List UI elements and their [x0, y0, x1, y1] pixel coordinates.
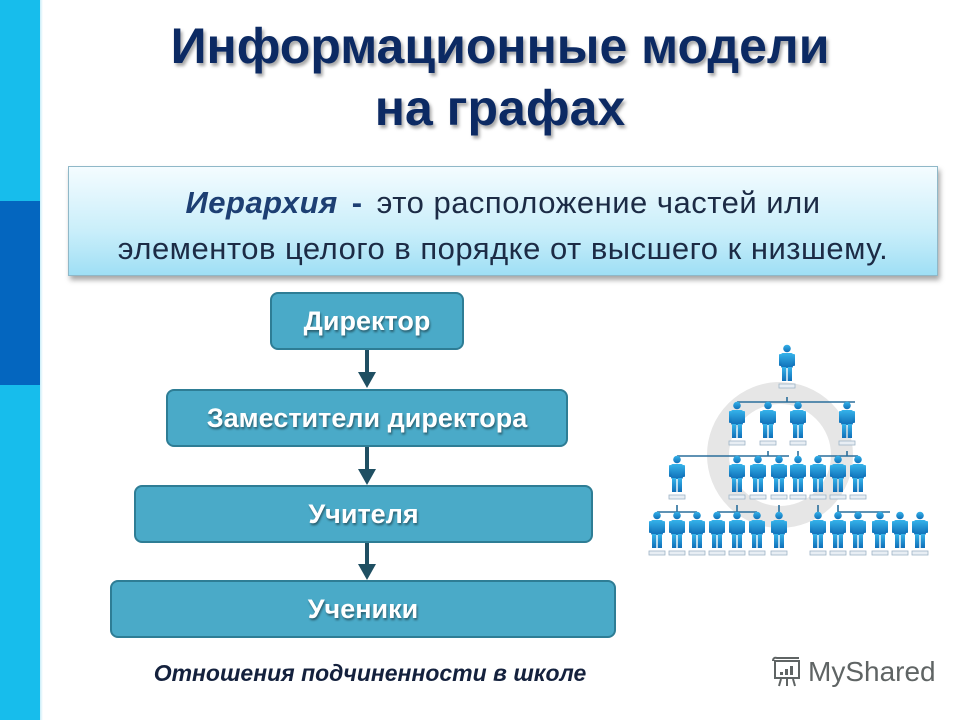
node-students-label: Ученики: [307, 594, 419, 624]
sidebar-accent-block: [0, 201, 40, 385]
arrow-teachers-to-students: [365, 543, 369, 565]
node-deputies: Заместители директора: [166, 389, 568, 447]
node-teachers: Учителя: [134, 485, 593, 543]
node-students: Ученики: [110, 580, 616, 638]
node-director: Директор: [270, 292, 464, 350]
presentation-board-icon: [772, 656, 800, 687]
definition-box: Иерархия-это расположение частей или эле…: [68, 166, 938, 276]
definition-line-2: элементов целого в порядке от высшего к …: [117, 231, 889, 266]
title-line-2: на графах: [374, 80, 626, 136]
node-teachers-label: Учителя: [308, 499, 419, 529]
arrowhead-icon: [358, 469, 376, 485]
slide-title: Информационные модели на графах: [60, 18, 940, 136]
arrowhead-icon: [358, 372, 376, 388]
arrowhead-icon: [358, 564, 376, 580]
node-deputies-label: Заместители директора: [206, 403, 528, 433]
arrow-director-to-deputies: [365, 350, 369, 374]
watermark: MyShared: [770, 656, 936, 688]
definition-dash: -: [351, 185, 363, 220]
org-chart-illustration: [640, 340, 940, 565]
arrow-deputies-to-teachers: [365, 447, 369, 471]
org-chart-people-icon: [648, 344, 929, 556]
watermark-text: MyShared: [808, 656, 936, 687]
title-line-1: Информационные модели: [170, 18, 830, 74]
diagram-caption: Отношения подчиненности в школе: [153, 660, 587, 686]
sidebar-edge: [40, 0, 43, 720]
definition-term: Иерархия: [185, 185, 338, 220]
node-director-label: Директор: [303, 306, 431, 336]
definition-line-1: Иерархия-это расположение частей или: [69, 185, 937, 221]
definition-text-1: это расположение частей или: [376, 185, 821, 220]
